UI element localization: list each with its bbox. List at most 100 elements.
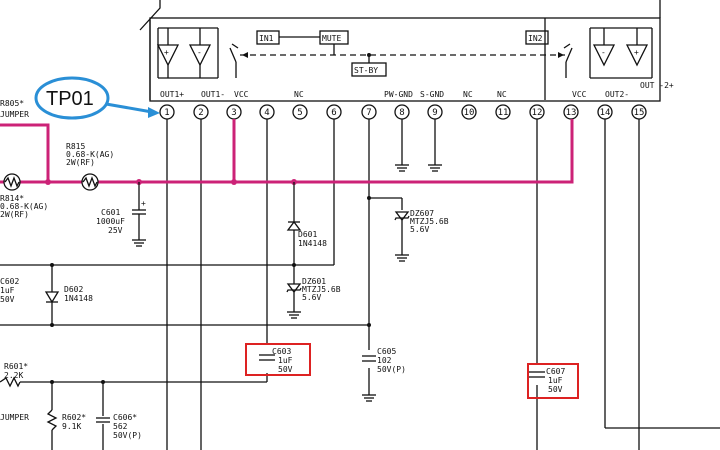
r805-sub: JUMPER	[0, 110, 29, 119]
d601-label: D601	[298, 230, 317, 239]
c605-voltage: 50V(P)	[377, 365, 406, 374]
r814-label: R814*	[0, 194, 24, 203]
c603-label: C603	[272, 347, 291, 356]
svg-text:+: +	[634, 48, 639, 57]
c603-voltage: 50V	[278, 365, 293, 374]
svg-text:+: +	[141, 199, 146, 208]
c606-value: 562	[113, 422, 128, 431]
svg-text:15: 15	[634, 108, 645, 118]
pin-6: 6	[326, 104, 342, 120]
r814-value: 0.68-K(AG)	[0, 202, 48, 211]
c606-voltage: 50V(P)	[113, 431, 142, 440]
ic-mute-label: MUTE	[322, 34, 341, 43]
pin-name-9: S-GND	[420, 90, 444, 99]
pin-name-3: VCC	[234, 90, 249, 99]
amp-out1-plus: +	[156, 44, 180, 78]
c603-highlight	[245, 343, 311, 376]
c606-label: C606*	[113, 413, 137, 422]
pin-name-10: NC	[463, 90, 473, 99]
svg-text:11: 11	[498, 108, 509, 118]
pin-4: 4	[259, 104, 275, 120]
svg-text:14: 14	[600, 108, 611, 118]
fuse-resistor-r814	[3, 173, 21, 191]
r602-value: 9.1K	[62, 422, 81, 431]
pin-7: 7	[361, 104, 377, 120]
pin-name-11: NC	[497, 90, 507, 99]
pin-name-15: OUT -2+	[640, 81, 674, 90]
ic-outline	[139, 0, 661, 102]
tp01-label: TP01	[46, 88, 94, 110]
pin-name-13: VCC	[572, 90, 587, 99]
r814-power: 2W(RF)	[0, 210, 29, 219]
tp01-callout: TP01	[34, 76, 160, 120]
ic-in1-label: IN1	[259, 34, 274, 43]
mute-switch-right	[563, 43, 573, 78]
d602-label: D602	[64, 285, 83, 294]
svg-text:5: 5	[297, 108, 302, 118]
c607-value: 1uF	[548, 376, 563, 385]
r815-label: R815	[66, 142, 85, 151]
d602-value: 1N4148	[64, 294, 93, 303]
r601-label: R601*	[4, 362, 28, 371]
svg-text:7: 7	[366, 108, 371, 118]
pin-name-8: PW-GND	[384, 90, 413, 99]
c607-label: C607	[546, 367, 565, 376]
ground-pin8	[395, 164, 409, 172]
svg-text:2: 2	[198, 108, 203, 118]
pin-name-5: NC	[294, 90, 304, 99]
r602-label: R602*	[62, 413, 86, 422]
c607-highlight	[527, 363, 579, 399]
svg-text:1: 1	[164, 108, 169, 118]
dz601-label: DZ601	[302, 277, 326, 286]
ground-c601	[132, 239, 146, 247]
pin-9: 9	[427, 104, 443, 120]
c602-value: 1uF	[0, 286, 15, 295]
ground-dz601	[287, 311, 301, 319]
amp-out2-minus: -	[592, 28, 616, 67]
svg-text:10: 10	[464, 108, 475, 118]
pin-2: 2	[193, 104, 209, 120]
ground-dz607	[395, 254, 409, 262]
pin-8: 8	[394, 104, 410, 120]
pin-5: 5	[292, 104, 308, 120]
pin-15: 15	[631, 104, 647, 120]
svg-text:-: -	[601, 48, 606, 57]
r601-sub: JUMPER	[0, 413, 29, 422]
pin-name-2: OUT1-	[201, 90, 225, 99]
c602-voltage: 50V	[0, 295, 15, 304]
r805-label: R805*	[0, 99, 24, 108]
dz607-value: MTZJ5.6B	[410, 217, 449, 226]
dz601-value: MTZJ5.6B	[302, 285, 341, 294]
c603-value: 1uF	[278, 356, 293, 365]
ground-pin9	[428, 164, 442, 172]
c601-value: 1000uF	[96, 217, 125, 226]
dz601-voltage: 5.6V	[302, 293, 321, 302]
svg-text:-: -	[197, 48, 202, 57]
dz607-voltage: 5.6V	[410, 225, 429, 234]
fuse-resistor-r815	[81, 173, 99, 191]
pin-11: 11	[495, 104, 511, 120]
svg-text:6: 6	[331, 108, 336, 118]
r815-power: 2W(RF)	[66, 158, 95, 167]
r815-value: 0.68-K(AG)	[66, 150, 114, 159]
c602-label: C602	[0, 277, 19, 286]
c601-voltage: 25V	[108, 226, 123, 235]
svg-text:3: 3	[231, 108, 236, 118]
svg-text:8: 8	[399, 108, 404, 118]
pin-12: 12	[529, 104, 545, 120]
pin-1: 1	[159, 104, 175, 120]
pin-3: 3	[226, 104, 242, 120]
svg-text:12: 12	[532, 108, 543, 118]
c601-label: C601	[101, 208, 120, 217]
pin-name-1: OUT1+	[160, 90, 184, 99]
svg-text:+: +	[164, 48, 169, 57]
pin-13: 13	[563, 104, 579, 120]
dz607-label: DZ607	[410, 209, 434, 218]
amp-out2-plus: +	[625, 28, 649, 67]
power-rail	[0, 119, 574, 184]
c605-value: 102	[377, 356, 392, 365]
ic-stby-label: ST-BY	[354, 66, 378, 75]
pin-name-14: OUT2-	[605, 90, 629, 99]
c607-voltage: 50V	[548, 385, 563, 394]
